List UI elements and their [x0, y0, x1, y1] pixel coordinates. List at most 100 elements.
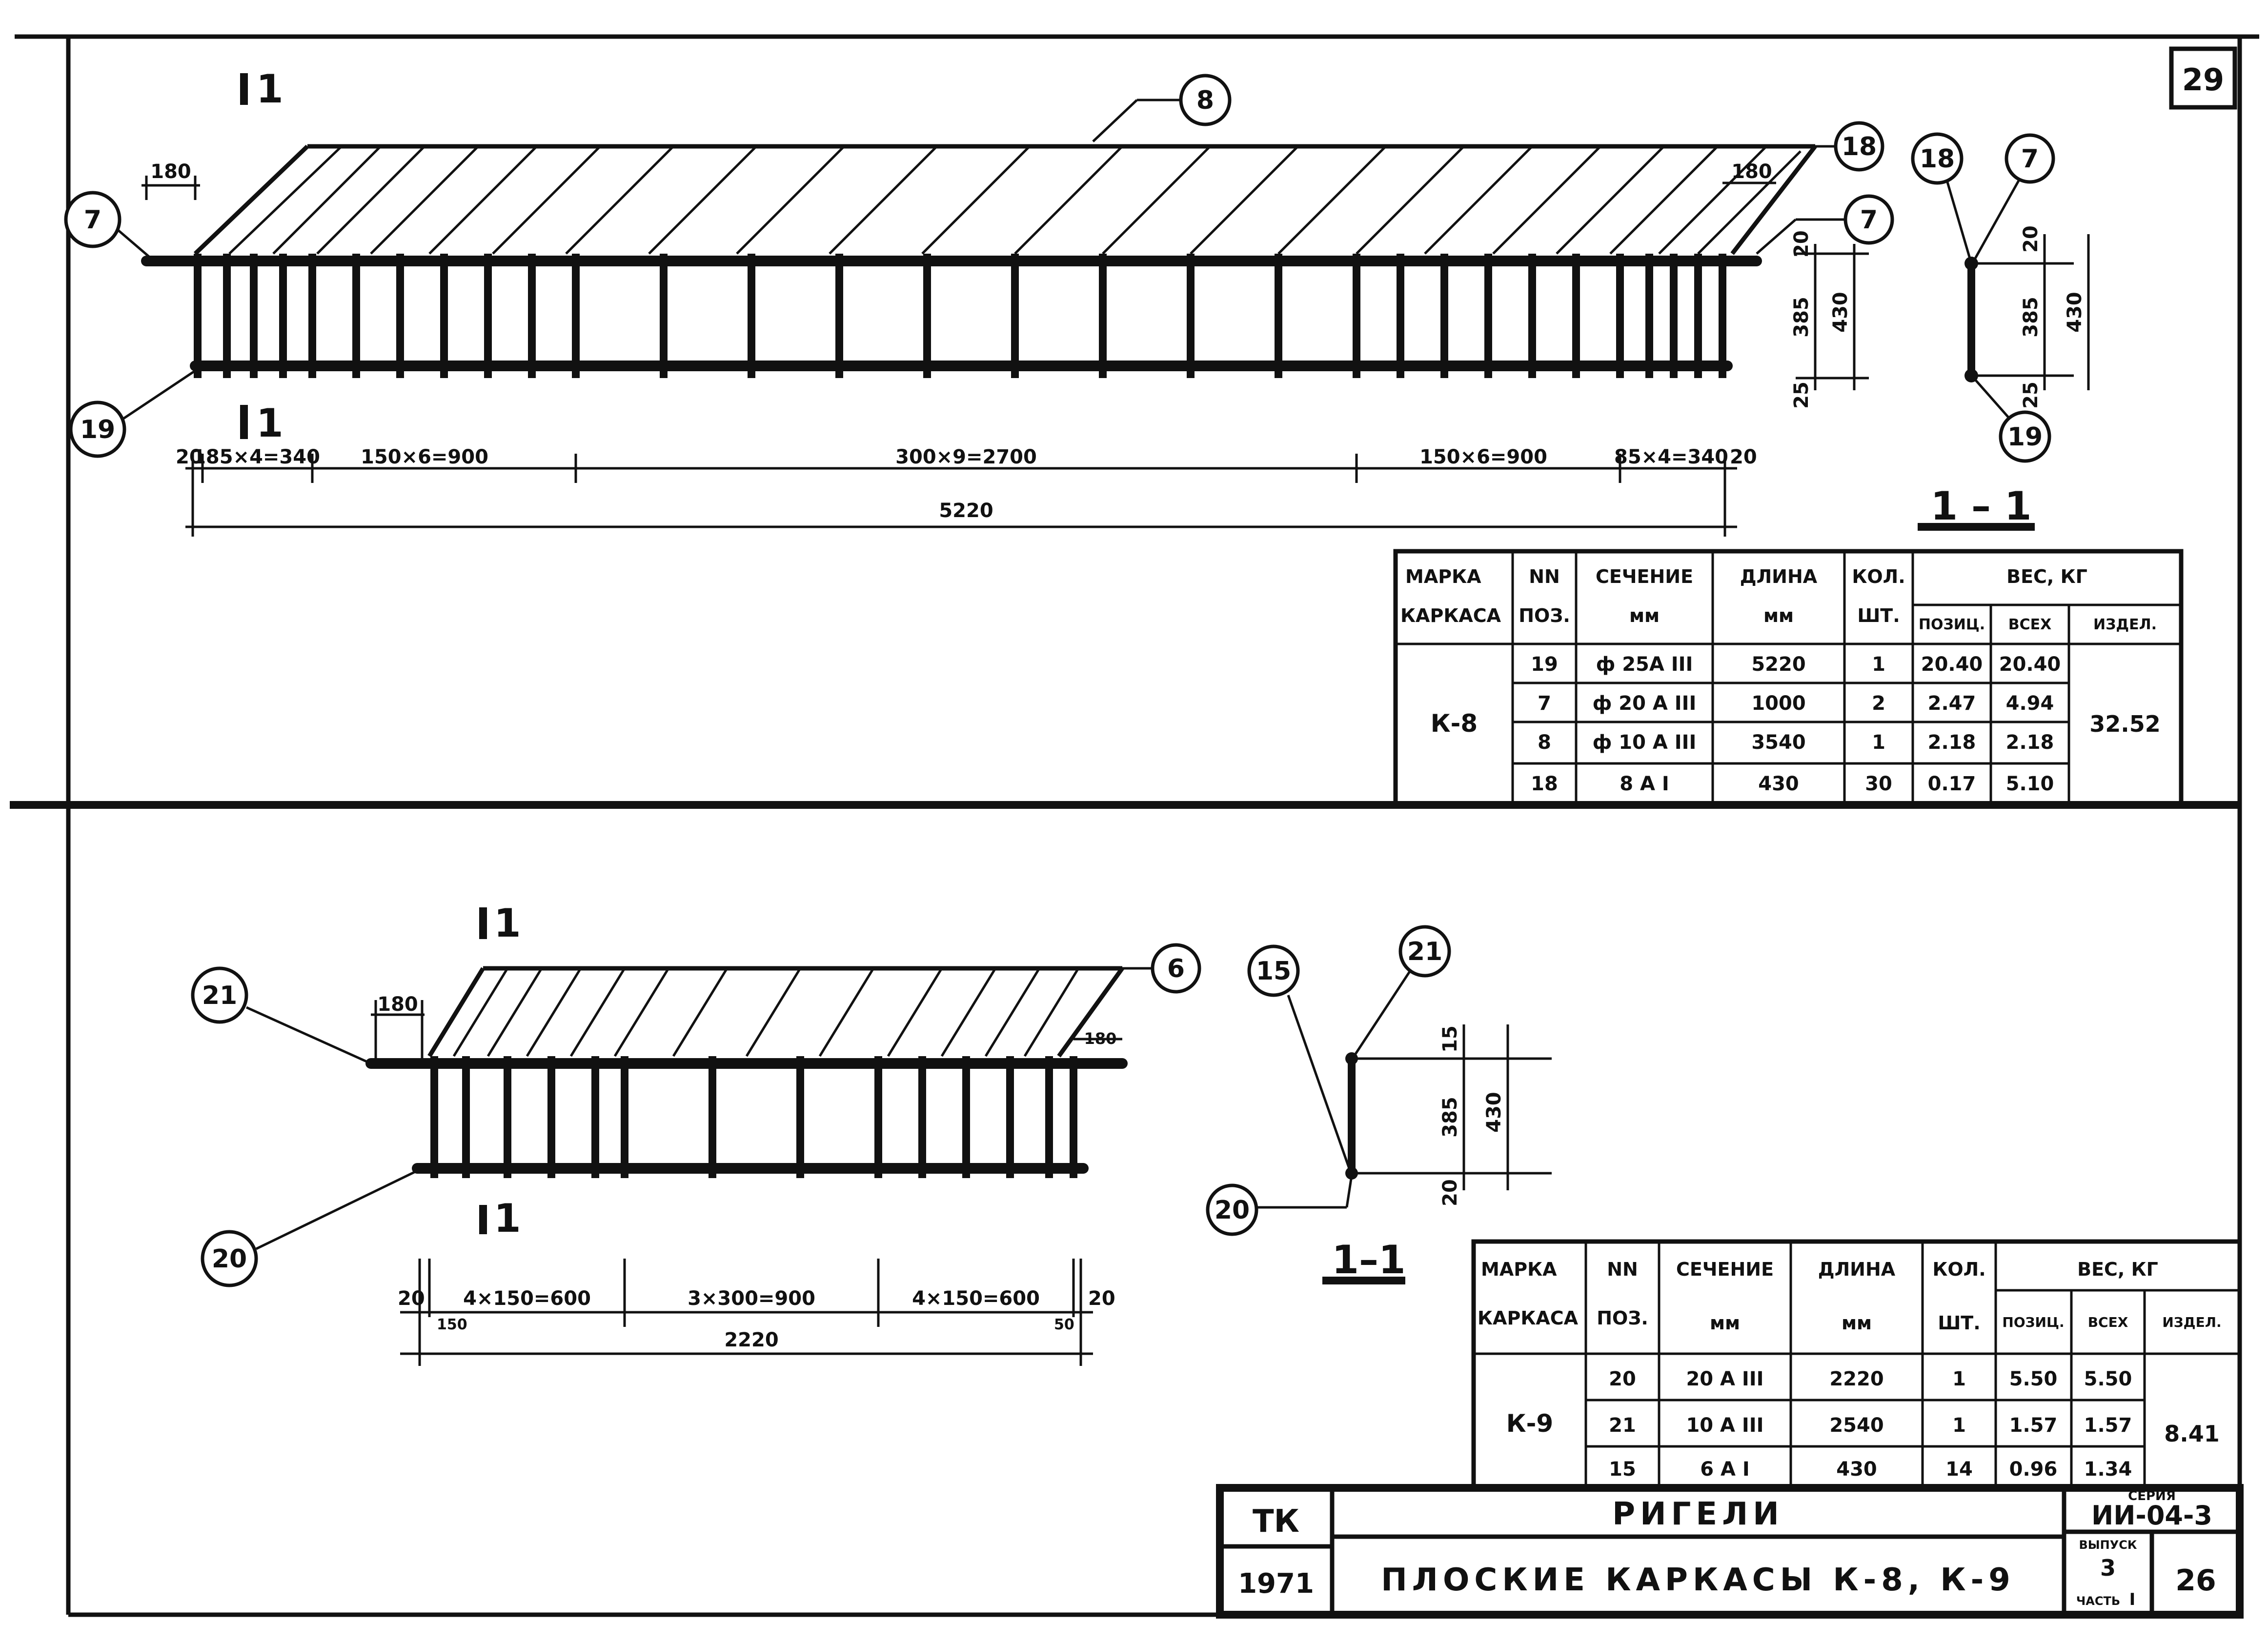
cell-w-pos: 20.40 [1921, 653, 1983, 676]
cell-pos: 20 [1609, 1368, 1636, 1390]
cell-w-pos: 0.96 [2009, 1458, 2058, 1481]
k8-th-len2: мм [1763, 605, 1794, 626]
k9-th-sec: СЕЧЕНИЕ [1676, 1259, 1774, 1280]
k8-stirrups [194, 254, 1726, 378]
k8-th-w3: ИЗДЕЛ. [2093, 616, 2157, 633]
cell-pos: 15 [1609, 1458, 1636, 1481]
cell-qty: 1 [1872, 731, 1885, 754]
cell-pos: 8 [1538, 731, 1551, 754]
cell-qty: 1 [1872, 653, 1885, 676]
cell-w-pos: 2.47 [1928, 692, 1976, 715]
k8-section-dim-20: 20 [2020, 225, 2042, 253]
k9-spec-table: МАРКА КАРКАСА NN ПОЗ. СЕЧЕНИЕ мм ДЛИНА м… [1471, 1239, 2242, 1490]
k9-th-w1: ПОЗИЦ. [2002, 1314, 2064, 1330]
k8-callout-7-right: 7 [1860, 205, 1878, 235]
k9-section-dim-430: 430 [1483, 1092, 1505, 1133]
k9-dim-sub50: 50 [1054, 1316, 1074, 1333]
k8-th-w2: ВСЕХ [2008, 616, 2052, 633]
k9-th-mark2: КАРКАСА [1478, 1307, 1579, 1329]
k9-section-callout-20: 20 [1215, 1196, 1250, 1225]
k9-callout-21: 21 [202, 981, 237, 1010]
cell-w-pos: 5.50 [2009, 1368, 2058, 1390]
table-row: 21 10 А III 2540 1 1.57 1.57 [1609, 1414, 2132, 1437]
k9-dim-seg1: 4×150=600 [463, 1287, 591, 1310]
k9-td-total: 8.41 [2164, 1421, 2220, 1447]
k8-th-w1: ПОЗИЦ. [1919, 616, 1985, 633]
k8-callout-19: 19 [80, 415, 115, 444]
cell-length: 2220 [1829, 1368, 1883, 1390]
title-part: I [2129, 1590, 2136, 1609]
k9-section-dim-385: 385 [1439, 1097, 1461, 1138]
k9-th-sec2: мм [1710, 1312, 1740, 1334]
k9-th-len: ДЛИНА [1818, 1259, 1896, 1280]
k8-section-dim-430: 430 [2064, 292, 2086, 333]
k8-th-weight: ВЕС, КГ [2006, 566, 2087, 587]
title-year: 1971 [1238, 1568, 1314, 1600]
k8-section-callout-7: 7 [2021, 144, 2039, 174]
k8-cut-mark-top: 1 [256, 66, 284, 112]
cell-qty: 30 [1865, 773, 1892, 795]
k9-dim-sub150: 150 [437, 1316, 467, 1333]
k8-dim-25: 25 [1790, 381, 1813, 409]
k9-section-dim-15: 15 [1439, 1025, 1461, 1053]
cell-length: 1000 [1751, 692, 1805, 715]
k9-td-mark: К-9 [1506, 1409, 1553, 1438]
k8-spec-table: МАРКА КАРКАСА NN ПОЗ. СЕЧЕНИЕ мм ДЛИНА м… [1393, 549, 2184, 807]
k9-dim-seg3: 4×150=600 [912, 1287, 1040, 1310]
k9-elevation: 1 1 180 180 20 4×150=600 3×300=900 4×150… [191, 901, 1201, 1366]
cell-section: 20 А III [1686, 1368, 1763, 1390]
cell-w-pos: 2.18 [1928, 731, 1976, 754]
k9-th-w3: ИЗДЕЛ. [2162, 1314, 2221, 1330]
k8-th-nn: NN [1529, 566, 1560, 587]
cell-pos: 7 [1538, 692, 1551, 715]
k8-th-qty2: ШТ. [1857, 605, 1900, 626]
k9-section-callout-15: 15 [1256, 957, 1291, 986]
k9-dim-180-left: 180 [377, 993, 418, 1016]
k8-td-total: 32.52 [2089, 711, 2161, 737]
k8-dim-seg1: 185×4=340 [192, 446, 320, 468]
k8-section-callout-18: 18 [1920, 144, 1955, 174]
cell-w-all: 4.94 [2006, 692, 2054, 715]
k9-dim-180-right: 180 [1084, 1029, 1117, 1048]
cell-length: 5220 [1751, 653, 1805, 676]
title-main: РИГЕЛИ [1612, 1496, 1784, 1532]
cell-w-all: 20.40 [1999, 653, 2061, 676]
k9-section-label: 1–1 [1332, 1237, 1405, 1282]
k9-dim-seg2: 3×300=900 [688, 1287, 815, 1310]
k8-dim-20: 20 [1790, 230, 1813, 258]
k9-th-len2: мм [1842, 1312, 1872, 1334]
k9-dim-total: 2220 [724, 1329, 778, 1351]
table-row: 20 20 А III 2220 1 5.50 5.50 [1609, 1368, 2132, 1390]
k8-section-dim-385: 385 [2020, 297, 2042, 338]
k9-section-callout-21: 21 [1407, 937, 1442, 966]
k8-section: 20 385 430 25 18 7 19 1 – 1 [1911, 132, 2090, 531]
cell-w-all: 5.50 [2084, 1368, 2132, 1390]
cell-w-all: 5.10 [2006, 773, 2054, 795]
cell-w-all: 1.34 [2084, 1458, 2132, 1481]
cell-pos: 18 [1531, 773, 1558, 795]
title-issue-label: ВЫПУСК [2079, 1538, 2137, 1552]
k9-th-weight: ВЕС, КГ [2077, 1259, 2158, 1280]
k8-dim-180-right: 180 [1731, 160, 1772, 183]
table-row: 8 ф 10 А III 3540 1 2.18 2.18 [1538, 731, 2054, 754]
table-row: 18 8 А I 430 30 0.17 5.10 [1531, 773, 2054, 795]
k9-th-mark: МАРКА [1481, 1259, 1557, 1280]
k8-elevation: 1 1 180 180 20 385 430 25 20 185×4=340 1… [64, 66, 1894, 537]
cell-qty: 14 [1945, 1458, 1973, 1481]
k8-dim-385: 385 [1790, 297, 1813, 338]
k9-stirrups [430, 1056, 1077, 1178]
k9-th-qty2: ШТ. [1938, 1312, 1980, 1334]
k9-cut-mark-bottom: 1 [494, 1196, 521, 1241]
k8-dim-430: 430 [1829, 292, 1852, 333]
cell-w-pos: 1.57 [2009, 1414, 2058, 1437]
k9-th-nn: NN [1607, 1259, 1638, 1280]
k8-dim-total: 5220 [939, 500, 993, 522]
k8-th-qty: КОЛ. [1852, 566, 1905, 587]
k9-section-dim-20: 20 [1439, 1179, 1461, 1206]
k9-diagonal-bar [452, 967, 1080, 1057]
title-series-label: СЕРИЯ [2128, 1489, 2176, 1503]
table-row: 19 ф 25А III 5220 1 20.40 20.40 [1531, 653, 2061, 676]
k8-callout-7-left: 7 [84, 205, 101, 235]
k8-th-sec2: мм [1629, 605, 1660, 626]
